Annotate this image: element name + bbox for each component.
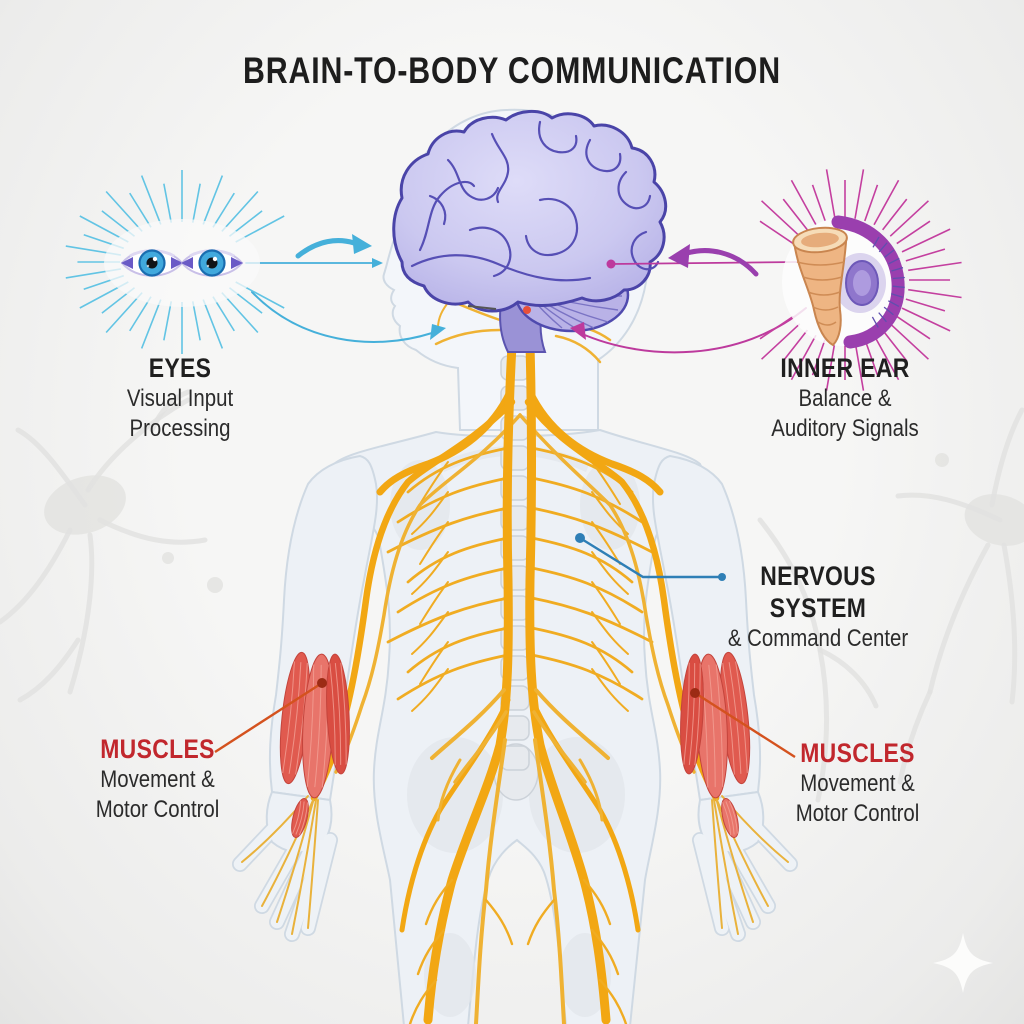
- eye-to-neck-line: [251, 291, 446, 343]
- eyes-heading: EYES: [148, 353, 212, 383]
- nerve-network: [241, 268, 789, 1024]
- eyes-icon: [65, 170, 285, 354]
- muscles-left-label: MUSCLES Movement & Motor Control: [62, 733, 253, 825]
- inner-ear-heading: INNER EAR: [780, 353, 910, 383]
- muscles-left-connector: [214, 678, 327, 754]
- brainstem-marker-dot: [523, 306, 531, 314]
- muscles-right-line1: Movement &: [800, 770, 915, 797]
- cochlea-icon: [759, 169, 962, 391]
- background-neuron-right: [757, 407, 1024, 803]
- eyes-label: EYES Visual Input Processing: [74, 352, 287, 444]
- hand-nerves: [241, 795, 789, 935]
- brainstem-mini-arrow: [467, 305, 497, 310]
- muscles-right-heading: MUSCLES: [800, 738, 915, 768]
- nervous-system-line1: & Command Center: [727, 625, 909, 652]
- ear-to-brain-arrow: [606, 244, 799, 277]
- inner-ear-label: INNER EAR Balance & Auditory Signals: [739, 352, 952, 444]
- page-title: BRAIN-TO-BODY COMMUNICATION: [243, 50, 781, 91]
- inner-ear-line1: Balance &: [798, 385, 892, 412]
- muscles-left-line2: Motor Control: [95, 796, 220, 823]
- muscles-right-connector: [690, 688, 796, 759]
- muscles-left-line1: Movement &: [100, 766, 215, 793]
- nervous-system-label: NERVOUS SYSTEM & Command Center: [726, 560, 910, 654]
- muscles-right-label: MUSCLES Movement & Motor Control: [762, 737, 953, 829]
- muscles-right-line2: Motor Control: [795, 800, 920, 827]
- ear-rays: [759, 169, 962, 391]
- muscles-left-heading: MUSCLES: [100, 734, 215, 764]
- background-neuron-left: [0, 389, 223, 703]
- eyes-line1: Visual Input: [126, 385, 234, 412]
- inner-ear-line2: Auditory Signals: [771, 415, 919, 442]
- eye-to-brain-arrow: [245, 234, 383, 268]
- nervous-system-connector: [575, 533, 726, 581]
- eyes-line2: Processing: [129, 415, 231, 442]
- brain-gyri: [410, 120, 660, 282]
- sparkle-icon: [933, 933, 993, 993]
- nervous-system-heading: NERVOUS SYSTEM: [760, 561, 876, 623]
- cerebrum: [392, 110, 668, 313]
